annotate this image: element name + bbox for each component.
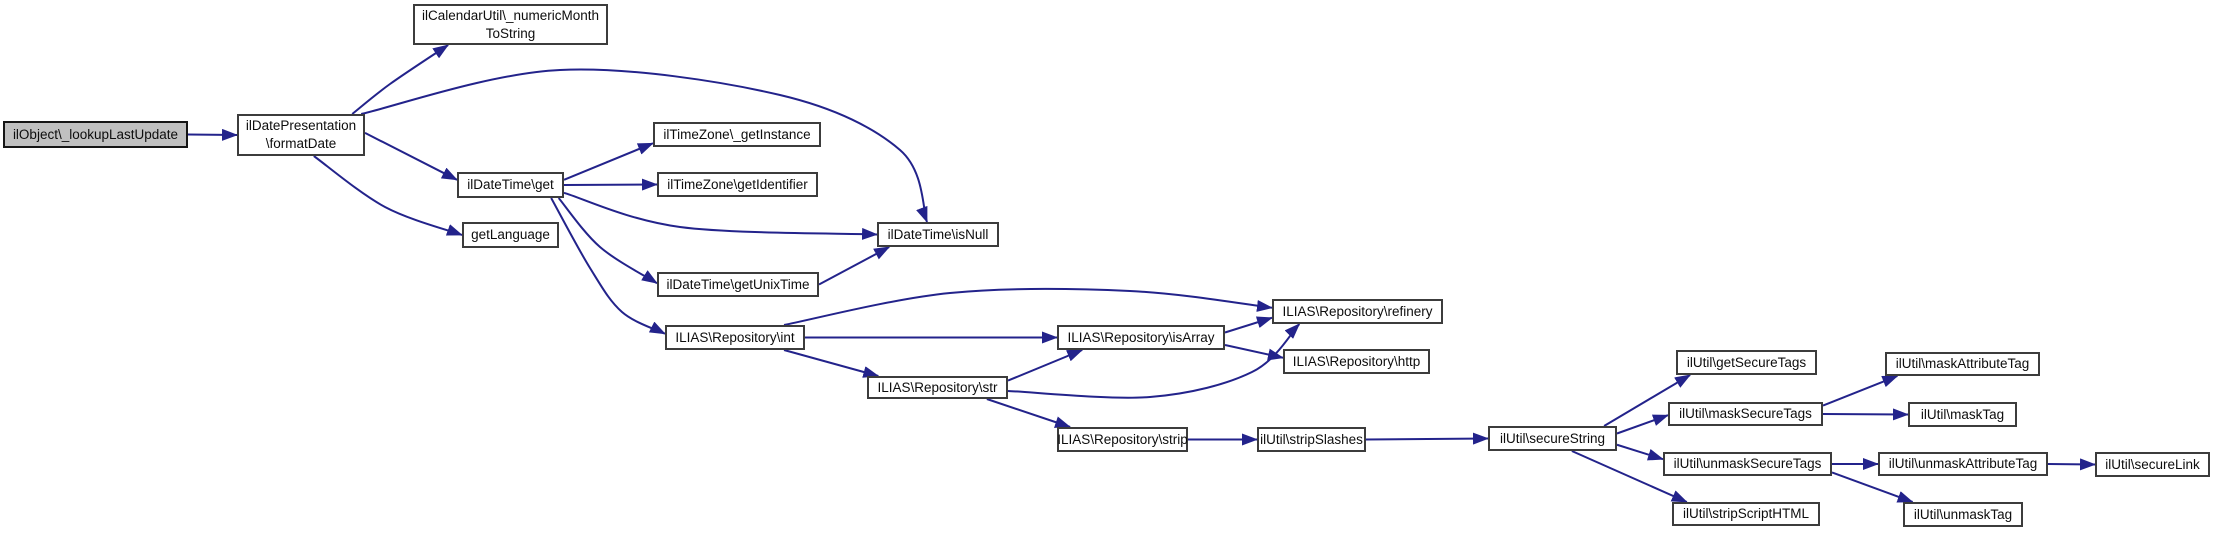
node-formatDate[interactable]: ilDatePresentation \formatDate bbox=[237, 114, 365, 156]
node-label: ILIAS\Repository\int bbox=[675, 329, 795, 345]
edge-isArray-to-refinery bbox=[1224, 316, 1273, 334]
edge-get-to-getIdentifier bbox=[563, 178, 658, 191]
edge-get-to-getUnixTime bbox=[557, 197, 658, 285]
node-label: \formatDate bbox=[265, 136, 337, 151]
node-maskSecureTags[interactable]: ilUtil\maskSecureTags bbox=[1668, 402, 1823, 426]
node-getLanguage[interactable]: getLanguage bbox=[462, 222, 559, 248]
node-label: ilUtil\maskAttributeTag bbox=[1895, 356, 2030, 372]
node-label: ilDateTime\getUnixTime bbox=[666, 276, 810, 292]
node-getSecureTags[interactable]: ilUtil\getSecureTags bbox=[1676, 350, 1817, 375]
node-label: ilUtil\unmaskTag bbox=[1913, 506, 2013, 522]
node-label: ToString bbox=[485, 25, 536, 41]
edge-int-to-refinery bbox=[783, 287, 1273, 326]
node-label: ilTimeZone\_getInstance bbox=[663, 126, 811, 142]
edge-get-to-isNull bbox=[563, 191, 878, 240]
node-label: ilTimeZone\getIdentifier bbox=[667, 176, 808, 192]
edge-formatDate-to-getLanguage bbox=[313, 155, 463, 236]
node-stripSlashes[interactable]: ilUtil\stripSlashes bbox=[1257, 427, 1366, 452]
edge-secureString-to-stripScriptHTML bbox=[1571, 450, 1688, 503]
node-strip[interactable]: ILIAS\Repository\strip bbox=[1057, 427, 1188, 452]
node-getIdentifier[interactable]: ilTimeZone\getIdentifier bbox=[657, 172, 818, 197]
node-secureString[interactable]: ilUtil\secureString bbox=[1488, 426, 1617, 451]
edge-get-to-getInstance bbox=[563, 142, 654, 181]
node-label: ilDatePresentation bbox=[245, 118, 357, 134]
edge-isArray-to-http bbox=[1224, 344, 1284, 361]
edge-int-to-str bbox=[783, 349, 880, 378]
node-secureLink[interactable]: ilUtil\secureLink bbox=[2095, 452, 2210, 477]
node-maskAttributeTag[interactable]: ilUtil\maskAttributeTag bbox=[1885, 352, 2040, 376]
edge-formatDate-to-isNull bbox=[360, 68, 928, 223]
node-getUnixTime[interactable]: ilDateTime\getUnixTime bbox=[657, 272, 819, 297]
node-maskTag[interactable]: ilUtil\maskTag bbox=[1908, 402, 2017, 427]
edge-secureString-to-unmaskSecureTags bbox=[1616, 443, 1664, 461]
node-label: ilCalendarUtil\_numericMonth bbox=[421, 7, 600, 23]
node-unmaskTag[interactable]: ilUtil\unmaskTag bbox=[1903, 502, 2023, 527]
node-unmaskAttributeTag[interactable]: ilUtil\unmaskAttributeTag bbox=[1878, 452, 2048, 476]
edge-lookupLastUpdate-to-formatDate bbox=[187, 128, 238, 141]
node-label: ILIAS\Repository\strip bbox=[1057, 431, 1188, 447]
node-http[interactable]: ILIAS\Repository\http bbox=[1283, 349, 1430, 374]
node-label: ILIAS\Repository\http bbox=[1292, 353, 1421, 369]
edge-unmaskAttributeTag-to-secureLink bbox=[2047, 458, 2096, 471]
node-label: ilUtil\stripScriptHTML bbox=[1682, 506, 1809, 522]
node-label: ilUtil\unmaskSecureTags bbox=[1673, 456, 1822, 472]
node-label: ILIAS\Repository\str bbox=[877, 379, 998, 395]
node-label: ilDateTime\get bbox=[467, 177, 554, 193]
node-label: ilUtil\getSecureTags bbox=[1686, 354, 1807, 370]
node-lookupLastUpdate[interactable]: ilObject\_lookupLastUpdate bbox=[3, 121, 188, 148]
node-isNull[interactable]: ilDateTime\isNull bbox=[877, 222, 999, 247]
node-label: getLanguage bbox=[471, 227, 550, 243]
edge-maskSecureTags-to-maskTag bbox=[1822, 408, 1909, 421]
node-unmaskSecureTags[interactable]: ilUtil\unmaskSecureTags bbox=[1663, 452, 1832, 476]
edge-str-to-strip bbox=[986, 398, 1072, 428]
node-label: ILIAS\Repository\isArray bbox=[1067, 329, 1215, 345]
edge-secureString-to-maskSecureTags bbox=[1616, 414, 1669, 435]
node-stripScriptHTML[interactable]: ilUtil\stripScriptHTML bbox=[1672, 502, 1820, 526]
node-label: ILIAS\Repository\refinery bbox=[1282, 303, 1433, 319]
edge-unmaskSecureTags-to-unmaskTag bbox=[1831, 471, 1914, 503]
node-label: ilUtil\secureString bbox=[1499, 430, 1606, 446]
edge-formatDate-to-get bbox=[364, 132, 458, 181]
edge-stripSlashes-to-secureString bbox=[1365, 432, 1489, 445]
node-label: ilUtil\unmaskAttributeTag bbox=[1888, 456, 2038, 472]
edge-maskSecureTags-to-maskAttributeTag bbox=[1822, 375, 1899, 407]
node-isArray[interactable]: ILIAS\Repository\isArray bbox=[1057, 325, 1225, 350]
edge-get-to-int bbox=[550, 197, 666, 335]
node-label: ilDateTime\isNull bbox=[887, 226, 989, 242]
node-label: ilUtil\maskTag bbox=[1920, 406, 2005, 422]
node-get[interactable]: ilDateTime\get bbox=[457, 172, 564, 198]
edge-str-to-isArray bbox=[1007, 349, 1084, 382]
edge-secureString-to-getSecureTags bbox=[1603, 374, 1691, 427]
node-label: ilUtil\maskSecureTags bbox=[1679, 406, 1812, 422]
node-label: ilUtil\stripSlashes bbox=[1260, 431, 1363, 447]
node-getInstance[interactable]: ilTimeZone\_getInstance bbox=[653, 122, 821, 147]
node-refinery[interactable]: ILIAS\Repository\refinery bbox=[1272, 299, 1443, 324]
edge-getUnixTime-to-isNull bbox=[818, 246, 891, 286]
edge-formatDate-to-numericMonthToString bbox=[351, 44, 449, 115]
node-label: ilUtil\secureLink bbox=[2105, 456, 2200, 472]
node-label: ilObject\_lookupLastUpdate bbox=[12, 126, 179, 142]
node-int[interactable]: ILIAS\Repository\int bbox=[665, 325, 805, 350]
node-str[interactable]: ILIAS\Repository\str bbox=[867, 376, 1008, 399]
